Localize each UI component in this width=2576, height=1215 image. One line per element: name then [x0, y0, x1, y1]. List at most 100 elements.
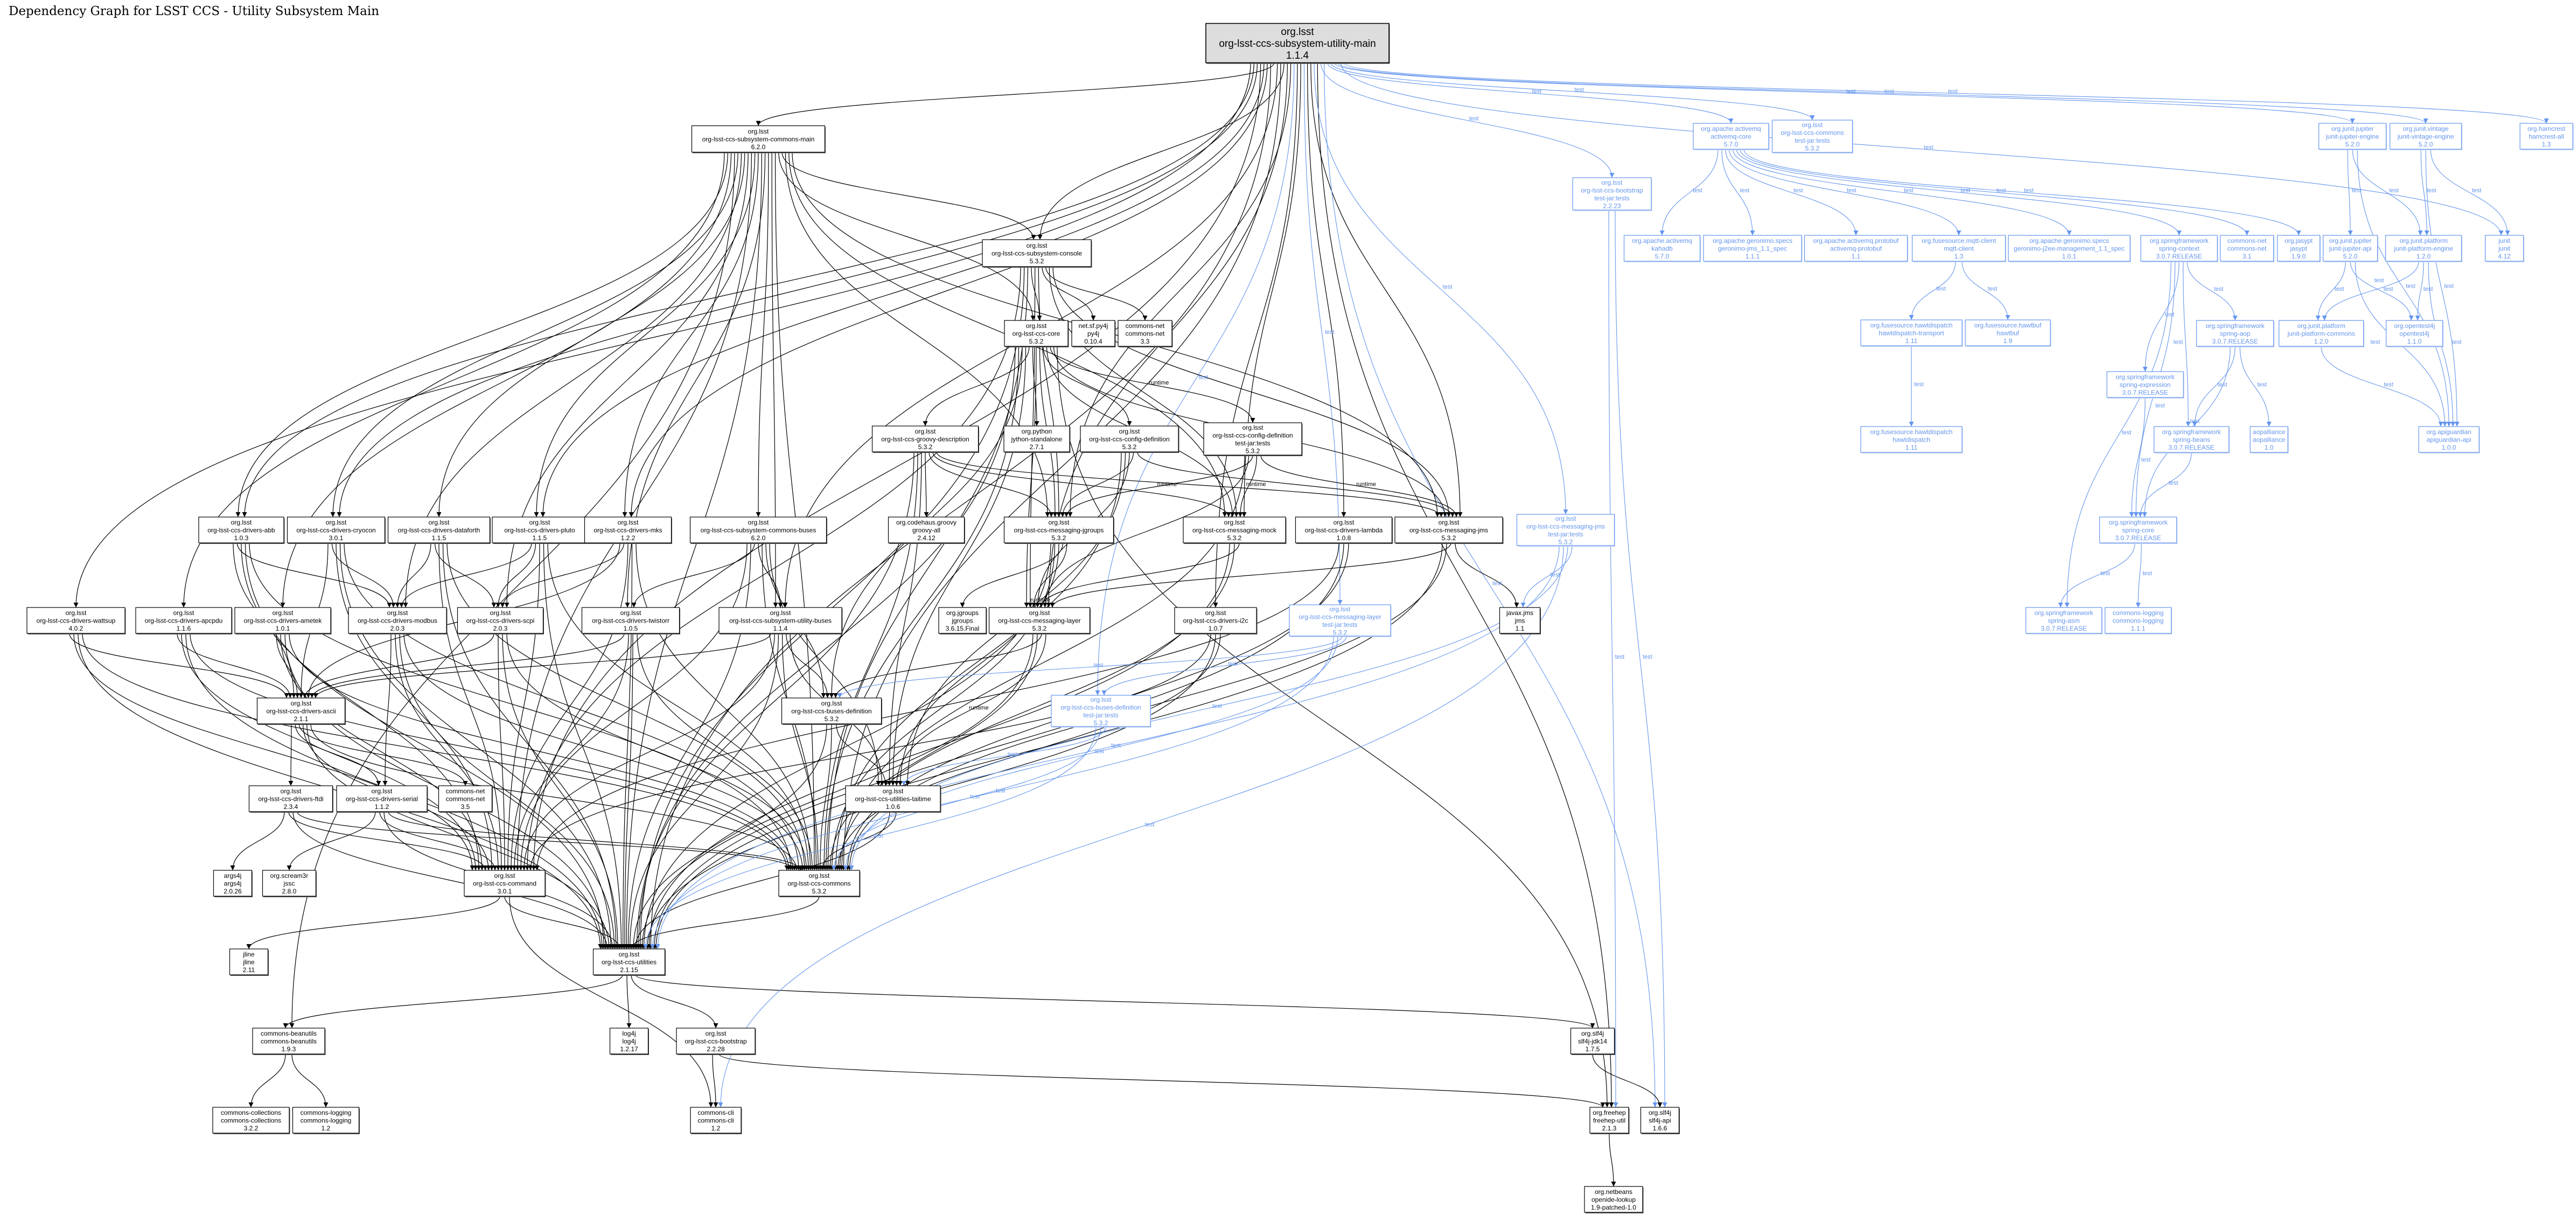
- edge-springaop-to-springbeans: [2192, 346, 2236, 427]
- node-box: [213, 870, 253, 897]
- node-version: 1.0.5: [624, 625, 638, 632]
- node-group-id: org.lsst: [1334, 519, 1355, 526]
- node-group-id: org.jgroups: [946, 609, 979, 617]
- edge-label: test: [2375, 277, 2384, 284]
- edge-console-to-msgjms: [1052, 266, 1451, 518]
- edge-amqcore-to-gerjms: [1721, 149, 1755, 236]
- edge-core-to-groovydesc: [923, 346, 1030, 427]
- node-version: 5.3.2: [825, 715, 839, 723]
- node-classifier: test-jar:tests: [1548, 530, 1583, 538]
- node-version: 3.0.1: [498, 888, 512, 895]
- edge-twistorr-to-utilities: [622, 633, 633, 949]
- node-artifact-id: org-lsst-ccs-messaging-layer: [998, 617, 1080, 625]
- node-artifact-id: org-lsst-ccs-subsystem-console: [992, 250, 1082, 257]
- edge-ametek-to-command: [280, 633, 485, 871]
- edge-msgjmstest-to-jms: [1520, 545, 1573, 608]
- node-group-id: org.lsst: [1029, 609, 1050, 617]
- edge-twistorr-to-commons: [637, 633, 815, 871]
- node-artifact-id: org-lsst-ccs-drivers-i2c: [1183, 617, 1248, 625]
- node-version: 1.11: [1905, 444, 1918, 451]
- node-version: 2.0.26: [224, 888, 242, 895]
- node-box: [718, 607, 842, 634]
- node-artifact-id: org-lsst-ccs-groovy-description: [881, 436, 969, 443]
- node-box: [691, 125, 826, 153]
- node-artifact-id: args4j: [224, 880, 242, 888]
- node-artifact-id: groovy-all: [912, 527, 940, 534]
- edge-msglayertest-to-utilities: [650, 636, 1334, 949]
- edge-label: test: [2214, 286, 2224, 292]
- node-box: [2025, 607, 2103, 634]
- edge-console-to-cnet33: [1045, 266, 1148, 321]
- edge-mqtt-to-hawtbuf: [1961, 261, 2010, 320]
- node-version: 5.7.0: [1655, 253, 1670, 260]
- node-group-id: org.lsst: [1205, 609, 1226, 617]
- edge-label: test: [1884, 88, 1894, 95]
- node-gerjms: org.apache.geronimo.specsgeronimo-jms_1.…: [1703, 235, 1803, 262]
- node-box: [1911, 235, 2006, 262]
- node-box: [781, 697, 882, 724]
- node-group-id: org.apache.activemq: [1701, 125, 1761, 132]
- edge-main-to-slf4japi: [1324, 62, 1658, 1108]
- edge-modbus-to-utilities: [399, 633, 617, 949]
- edge-abb-to-modbus: [236, 542, 392, 608]
- edge-main-to-lambda: [1307, 62, 1346, 518]
- node-version: 2.0.3: [390, 625, 405, 632]
- node-version: 2.1.1: [294, 715, 309, 723]
- node-artifact-id: org-lsst-ccs-commons: [787, 880, 850, 888]
- node-main: org.lsstorg-lsst-ccs-subsystem-utility-m…: [1205, 23, 1390, 64]
- node-version: 5.3.2: [1029, 338, 1044, 345]
- edge-label: test: [2424, 286, 2433, 292]
- edge-msglayer-to-taitime: [894, 633, 1046, 786]
- node-group-id: commons-net: [2228, 237, 2267, 245]
- edge-core-to-freehep: [1057, 346, 1610, 1108]
- edge-label: test: [1996, 187, 2006, 194]
- node-group-id: org.fusesource.hawtbuf: [1974, 322, 2042, 329]
- edge-jupeng-to-jupapi: [2347, 149, 2353, 236]
- node-artifact-id: hawtdispatch-transport: [1879, 330, 1944, 337]
- edge-scpi-to-command: [498, 633, 507, 871]
- node-version: 1.11: [1905, 337, 1918, 345]
- node-box: [2250, 426, 2288, 453]
- node-group-id: org.lsst: [66, 609, 87, 617]
- node-group-id: org.lsst: [821, 700, 842, 707]
- node-artifact-id: org-lsst-ccs-commons: [1781, 129, 1844, 136]
- edge-beanutils-to-logging12: [291, 1053, 329, 1108]
- node-group-id: org.scream3r: [270, 872, 309, 879]
- node-artifact-id: jython-standalone: [1011, 436, 1063, 443]
- edge-beanutils-to-collections: [248, 1053, 286, 1108]
- edge-main-to-console: [1037, 62, 1284, 240]
- node-box: [1289, 604, 1391, 637]
- edge-dataforth-to-command: [438, 542, 504, 871]
- edge-msgjms-to-msglayer: [1050, 542, 1451, 608]
- edge-ascii-to-utilities: [306, 723, 612, 949]
- edge-cfgtest-to-jgroupsmsg: [1064, 455, 1253, 518]
- node-version: 5.3.2: [1122, 443, 1137, 451]
- node-group-id: args4j: [224, 872, 242, 879]
- node-box: [1703, 235, 1802, 262]
- node-version: 1.0.1: [2062, 253, 2077, 260]
- edge-label: runtime: [969, 705, 989, 711]
- edge-cryocon-to-modbus: [331, 542, 396, 608]
- node-group-id: org.apache.activemq.protobuf: [1813, 237, 1899, 245]
- edge-dataforth-to-modbus: [395, 542, 431, 608]
- node-artifact-id: org-lsst-ccs-drivers-dataforth: [398, 527, 480, 534]
- node-box: [2278, 320, 2364, 347]
- node-box: [1003, 516, 1114, 543]
- edge-main-to-hamcrest: [1344, 62, 2549, 124]
- node-group-id: org.lsst: [883, 787, 904, 795]
- node-scbuses: org.lsstorg-lsst-ccs-subsystem-commons-b…: [689, 516, 827, 544]
- edge-main-to-msglayertest: [1303, 62, 1343, 605]
- edge-groovydesc-to-utilities: [634, 451, 914, 949]
- node-version: 1.9.0: [2292, 253, 2306, 260]
- edge-ametek-to-commons: [289, 633, 795, 871]
- node-version: 3.0.7.RELEASE: [2041, 625, 2086, 632]
- node-platcommons: org.junit.platformjunit-platform-commons…: [2278, 320, 2364, 347]
- edge-scpi-to-ascii: [302, 633, 494, 699]
- edge-main-to-msgjmstest: [1314, 62, 1568, 515]
- node-group-id: org.lsst: [1242, 424, 1263, 431]
